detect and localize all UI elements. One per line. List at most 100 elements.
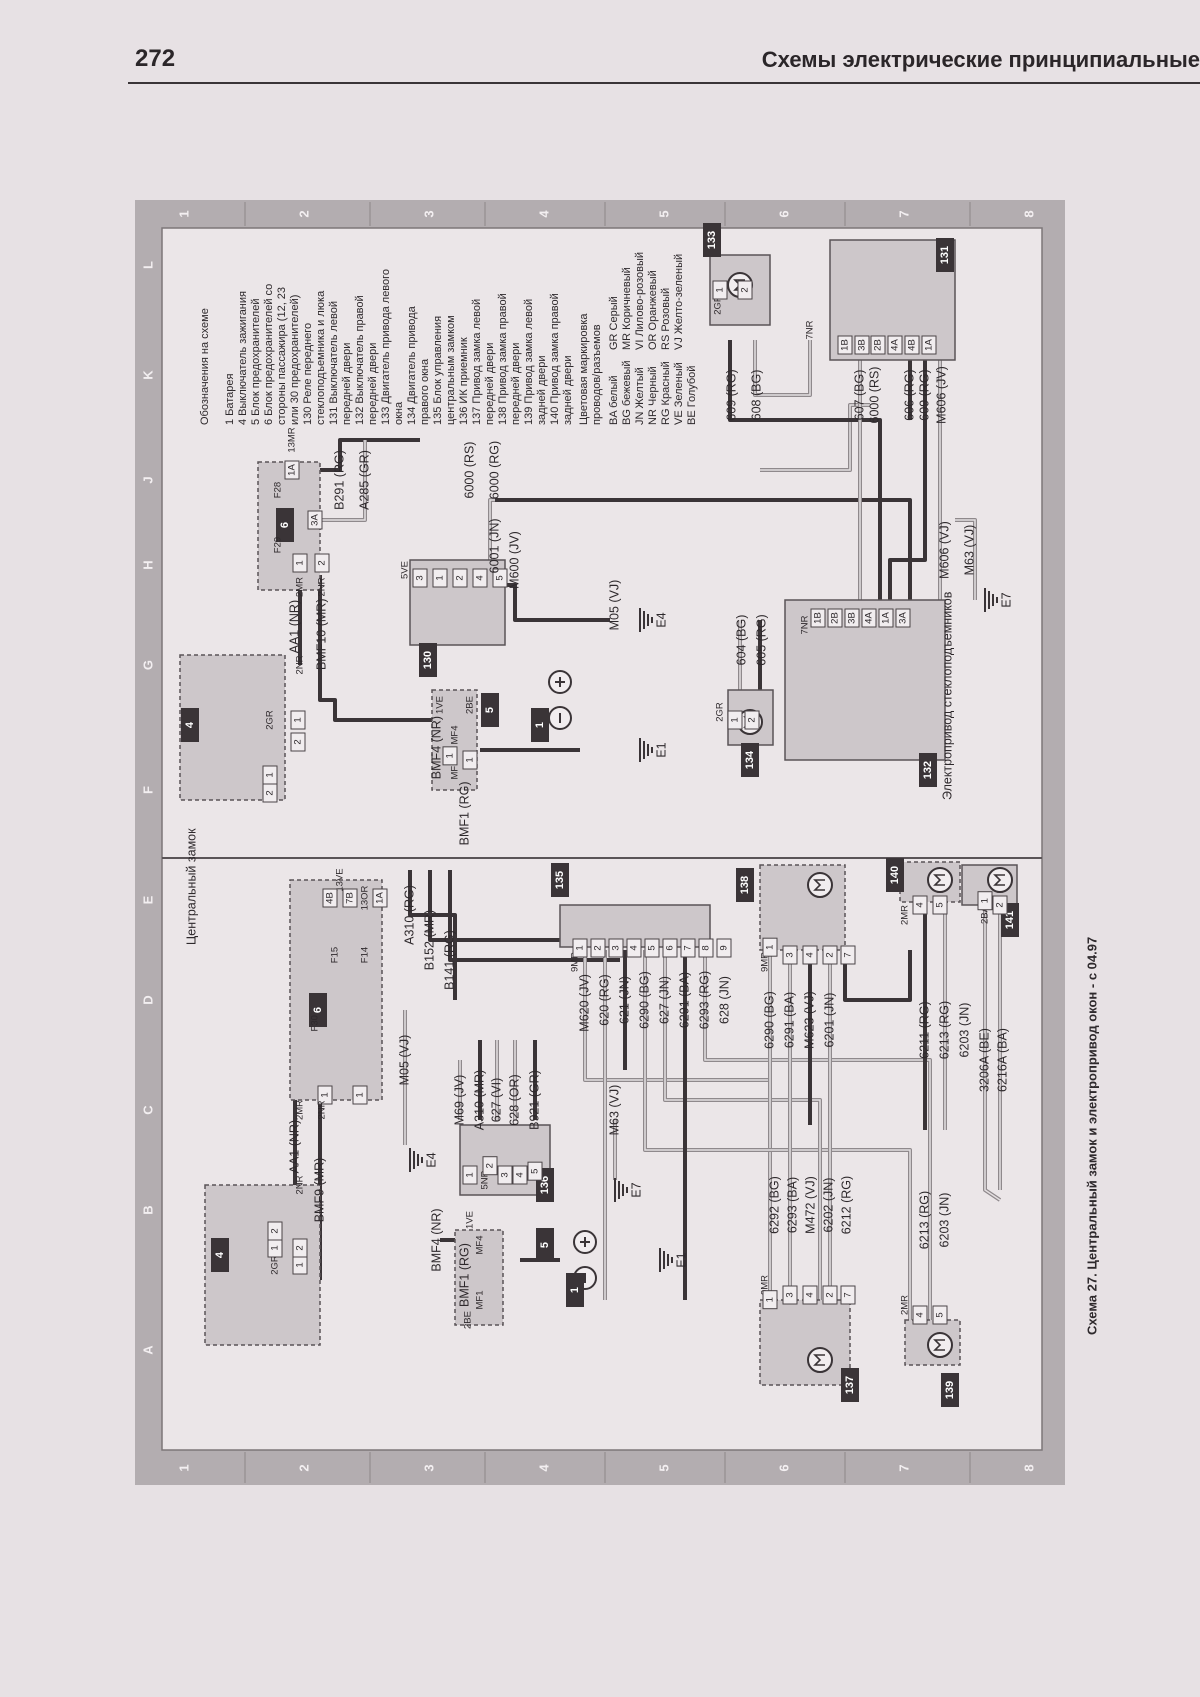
pin-label: 2GR <box>270 1255 281 1275</box>
section-title-window-lifts-group: Электропривод стеклоподъемников <box>940 591 954 800</box>
grid-label-group: J <box>140 476 155 483</box>
wire-label: M69 (JV) <box>452 1075 466 1126</box>
component-badge-group: 1 <box>566 1273 584 1307</box>
pin-label: 2B <box>873 339 884 351</box>
pin-label-group: MF1 <box>450 761 461 780</box>
wire-label: AA1 (NR) <box>287 600 301 653</box>
ground-label: E7 <box>629 1182 643 1197</box>
wire-label: 6290 (BG) <box>762 991 776 1049</box>
wire-label: 6201 (JN) <box>822 993 836 1048</box>
pin-label: 13OR <box>360 885 371 910</box>
pin-label: 4 <box>629 945 640 950</box>
pin-label: 2BA <box>980 905 991 924</box>
grid-column-label: 1 <box>176 210 191 217</box>
connector-pin-group: 1 <box>727 710 743 730</box>
pin-label-group: 2GR <box>713 295 724 315</box>
legend-group: стеклоподъемника и люка <box>315 290 327 425</box>
wire-label: M600 (JV) <box>507 531 521 589</box>
pin-label: 1 <box>445 753 456 758</box>
wire-label-group: BMF4 (NR) <box>429 1208 443 1271</box>
pin-label: 2 <box>455 575 466 580</box>
wire-label-group: 6203 (JN) <box>937 1193 951 1248</box>
connector-pin-group: 1 <box>977 891 993 911</box>
wire-label: BMF1 (RG) <box>457 782 471 846</box>
grid-label-group: G <box>140 660 155 670</box>
pin-label: 3B <box>857 339 868 351</box>
grid-label-group: 3 <box>421 210 436 217</box>
wire-label: 6203 (JN) <box>937 1193 951 1248</box>
wire-label-group: 6213 (RG) <box>937 1001 951 1059</box>
legend-group: BA белый <box>608 375 620 425</box>
legend-group: 5 Блок предохранителей <box>250 299 262 425</box>
connector-pin <box>912 895 928 915</box>
connector-pin-group: 1 <box>262 765 278 785</box>
legend-group: VI Лилово-розовый <box>634 252 646 350</box>
pin-label-group: MF4 <box>450 726 461 745</box>
pin-label-group: 2NR <box>317 1100 328 1119</box>
wire-label: M606 (JV) <box>934 366 948 424</box>
pin-label: 1 <box>295 560 306 565</box>
wire-label-group: 621 (JN) <box>617 976 631 1024</box>
connector-pin <box>412 568 428 588</box>
pin-label: F14 <box>360 947 371 963</box>
legend-item: 1 Батарея <box>224 373 236 425</box>
component-number: 137 <box>844 1376 856 1394</box>
pin-label-group: 2MR <box>900 905 911 925</box>
pin-label-group: 2MR <box>295 1100 306 1120</box>
wire-label: M623 (VJ) <box>802 991 816 1049</box>
pin-label-group: MF1 <box>475 1291 486 1310</box>
wire-label-group: 6000 (RS) <box>462 442 476 499</box>
pin-label-group: 2BA <box>980 905 991 924</box>
grid-column-label: 5 <box>656 1464 671 1471</box>
pin-label: 1 <box>465 1172 476 1177</box>
connector-pin <box>442 746 458 766</box>
connector-pin-group: 2 <box>267 1221 283 1241</box>
grid-label-group: C <box>140 1105 155 1115</box>
component-badge-group: 134 <box>741 743 759 777</box>
grid-row-label: C <box>140 1105 155 1115</box>
connector-pin <box>572 938 588 958</box>
wire-label: BMF10 (MR) <box>314 599 328 671</box>
connector-pin-group: 4 <box>912 895 928 915</box>
pin-label: 2NR <box>295 655 306 674</box>
wire-core <box>984 900 1001 1201</box>
pin-label: 5 <box>530 1169 541 1174</box>
wire-label-group: A285 (GR) <box>357 450 371 510</box>
legend-item: окна <box>393 401 405 425</box>
wire-label: 609 (RG) <box>917 369 931 420</box>
pin-label: 7B <box>345 892 356 904</box>
battery-plus-icon <box>555 677 565 687</box>
grid-label-group: 1 <box>176 210 191 217</box>
grid-label-group: K <box>140 370 155 380</box>
legend-group: Цветовая маркировка <box>578 313 590 425</box>
wire-label-group: B921 (GR) <box>527 1070 541 1130</box>
wire-label-group: AA1 (NR) <box>287 600 301 653</box>
wire <box>495 498 912 600</box>
legend-group: 6 Блок предохранителей со <box>263 284 275 425</box>
connector-pin-group: 1 <box>762 1290 778 1310</box>
connector-pin-group: 1 <box>292 1255 308 1275</box>
component-badge-group: 4 <box>211 1238 229 1272</box>
ground-label-group: E1 <box>674 1252 688 1267</box>
pin-label: MF4 <box>475 1236 486 1255</box>
wire-label-group: 6001 (JN) <box>487 518 501 573</box>
pin-label: 1 <box>355 1092 366 1097</box>
pin-label: 3A <box>310 514 321 526</box>
legend-item: передней двери <box>341 343 353 425</box>
pin-label: 3 <box>611 945 622 950</box>
connector-pin-group: 1B <box>837 335 853 355</box>
legend-group: передней двери <box>341 343 353 425</box>
pin-label: 5 <box>495 575 506 580</box>
pin-label: 2MR <box>900 905 911 925</box>
wire-label: AA1 (NR) <box>287 1120 301 1173</box>
legend-group: передней двери <box>510 343 522 425</box>
pin-label: 3 <box>500 1172 511 1177</box>
wire-label: 606 (RG) <box>902 369 916 420</box>
wire-label: 6203 (JN) <box>957 1003 971 1058</box>
wire-label-group: 607 (BG) <box>852 370 866 421</box>
connector-pin <box>267 1221 283 1241</box>
wire-label: 604 (BG) <box>734 615 748 666</box>
wire-label-group: 609 (RG) <box>917 369 931 420</box>
wire-label-group: 6000 (RG) <box>487 441 501 499</box>
grid-label-group: F <box>140 786 155 794</box>
